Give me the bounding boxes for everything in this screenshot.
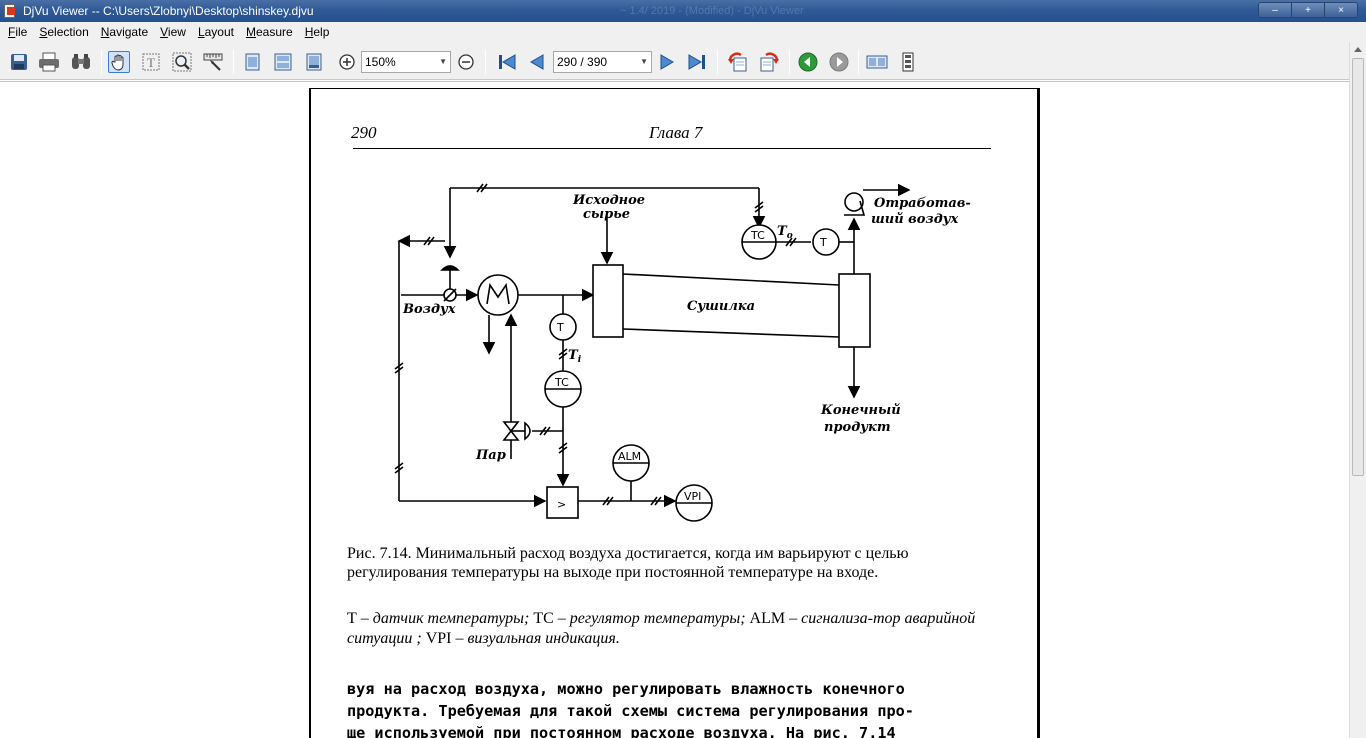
steam-label: Пар [475, 448, 506, 463]
menu-layout[interactable]: Layout [197, 25, 234, 39]
page-combo[interactable]: 290 / 390 ▼ [553, 51, 652, 73]
feed-label-1: Исходное [572, 193, 645, 208]
next-page-icon[interactable] [656, 51, 678, 73]
chevron-down-icon: ▼ [439, 57, 447, 66]
minimize-button[interactable]: – [1259, 3, 1292, 17]
exhaust-label-1: Отработав- [874, 196, 971, 211]
window-title: DjVu Viewer -- C:\Users\Zlobnyi\Desktop\… [23, 4, 314, 18]
body-line: вуя на расход воздуха, можно регулироват… [347, 680, 905, 698]
alm-label: ALM [618, 450, 641, 463]
svg-text:T: T [147, 55, 155, 70]
measure-ruler-icon[interactable] [202, 51, 224, 73]
last-page-icon[interactable] [686, 51, 708, 73]
chevron-down-icon: ▼ [640, 57, 648, 66]
zoom-select-icon[interactable] [171, 51, 193, 73]
product-label-2: продукт [824, 420, 891, 435]
zoom-value: 150% [365, 55, 396, 69]
facing-pages-icon[interactable] [303, 51, 325, 73]
chapter-heading: Глава 7 [649, 123, 703, 142]
scroll-up-arrow-icon[interactable] [1354, 47, 1362, 52]
product-label-1: Конечный [820, 403, 901, 418]
menu-measure[interactable]: Measure [245, 25, 293, 39]
exhaust-label-2: ший воздух [871, 212, 959, 227]
dryer-label: Сушилка [687, 299, 755, 314]
menu-navigate[interactable]: Navigate [100, 25, 149, 39]
t0-label: To [777, 224, 793, 241]
air-label: Воздух [402, 302, 456, 317]
back-icon[interactable] [797, 51, 819, 73]
body-line: ще используемой при постоянном расходе в… [347, 724, 896, 738]
document-viewport[interactable]: 290 Глава 7 [0, 81, 1349, 738]
tc-mid-label: TC [554, 376, 569, 389]
zoom-combo[interactable]: 150% ▼ [361, 51, 451, 73]
forward-icon [828, 51, 850, 73]
previous-page-icon[interactable] [526, 51, 548, 73]
window-controls: – + × [1258, 2, 1358, 18]
process-diagram: Исходное сырье Отработав- ший воздух Воз… [394, 183, 971, 522]
toolbar: T 150% ▼ 290 / 390 ▼ [0, 42, 1366, 80]
menu-file[interactable]: File [8, 25, 28, 39]
find-binoculars-icon[interactable] [70, 51, 92, 73]
menu-view[interactable]: View [160, 25, 186, 39]
scrollbar-thumb[interactable] [1352, 58, 1364, 476]
maximize-button[interactable]: + [1292, 3, 1325, 17]
rotate-left-icon[interactable] [727, 51, 749, 73]
body-text: вуя на расход воздуха, можно регулироват… [347, 678, 999, 738]
menu-bar: File Selection Navigate View Layout Meas… [0, 22, 1366, 42]
title-bar: DjVu Viewer -- C:\Users\Zlobnyi\Desktop\… [0, 0, 1366, 22]
first-page-icon[interactable] [496, 51, 518, 73]
close-button[interactable]: × [1325, 3, 1357, 17]
selector-symbol: > [557, 498, 566, 511]
zoom-out-icon[interactable] [455, 51, 477, 73]
window-ghost-title: ~ 1.4/ 2019 - (Modified) - DjVu Viewer [620, 5, 804, 17]
t-mid-label: T [556, 321, 564, 334]
page-strip-icon[interactable] [897, 51, 919, 73]
menu-selection[interactable]: Selection [39, 25, 89, 39]
djvu-app-icon [3, 4, 17, 18]
save-icon[interactable] [8, 51, 30, 73]
page-number: 290 [351, 123, 377, 142]
hand-tool-icon[interactable] [108, 51, 130, 73]
print-icon[interactable] [38, 51, 60, 73]
figure-legend: T – датчик температуры; TC – регулятор т… [347, 610, 976, 647]
menu-help[interactable]: Help [304, 25, 330, 39]
page-value: 290 / 390 [557, 55, 608, 69]
document-page: 290 Глава 7 [309, 88, 1040, 738]
body-line: продукта. Требуемая для такой схемы сист… [347, 702, 914, 720]
thumbnails-icon[interactable] [866, 51, 888, 73]
rotate-right-icon[interactable] [758, 51, 780, 73]
vpi-label: VPI [684, 490, 701, 503]
t-top-label: T [819, 236, 827, 249]
single-page-icon[interactable] [241, 51, 263, 73]
ti-label: Ti [568, 348, 582, 365]
header-rule [353, 148, 991, 149]
feed-label-2: сырье [583, 207, 630, 222]
tc-top-label: TC [750, 229, 765, 242]
zoom-in-icon[interactable] [336, 51, 358, 73]
figure-caption: Рис. 7.14. Минимальный расход воздуха до… [347, 545, 909, 581]
vertical-scrollbar[interactable] [1349, 42, 1366, 738]
continuous-page-icon[interactable] [272, 51, 294, 73]
text-select-icon[interactable]: T [140, 51, 162, 73]
